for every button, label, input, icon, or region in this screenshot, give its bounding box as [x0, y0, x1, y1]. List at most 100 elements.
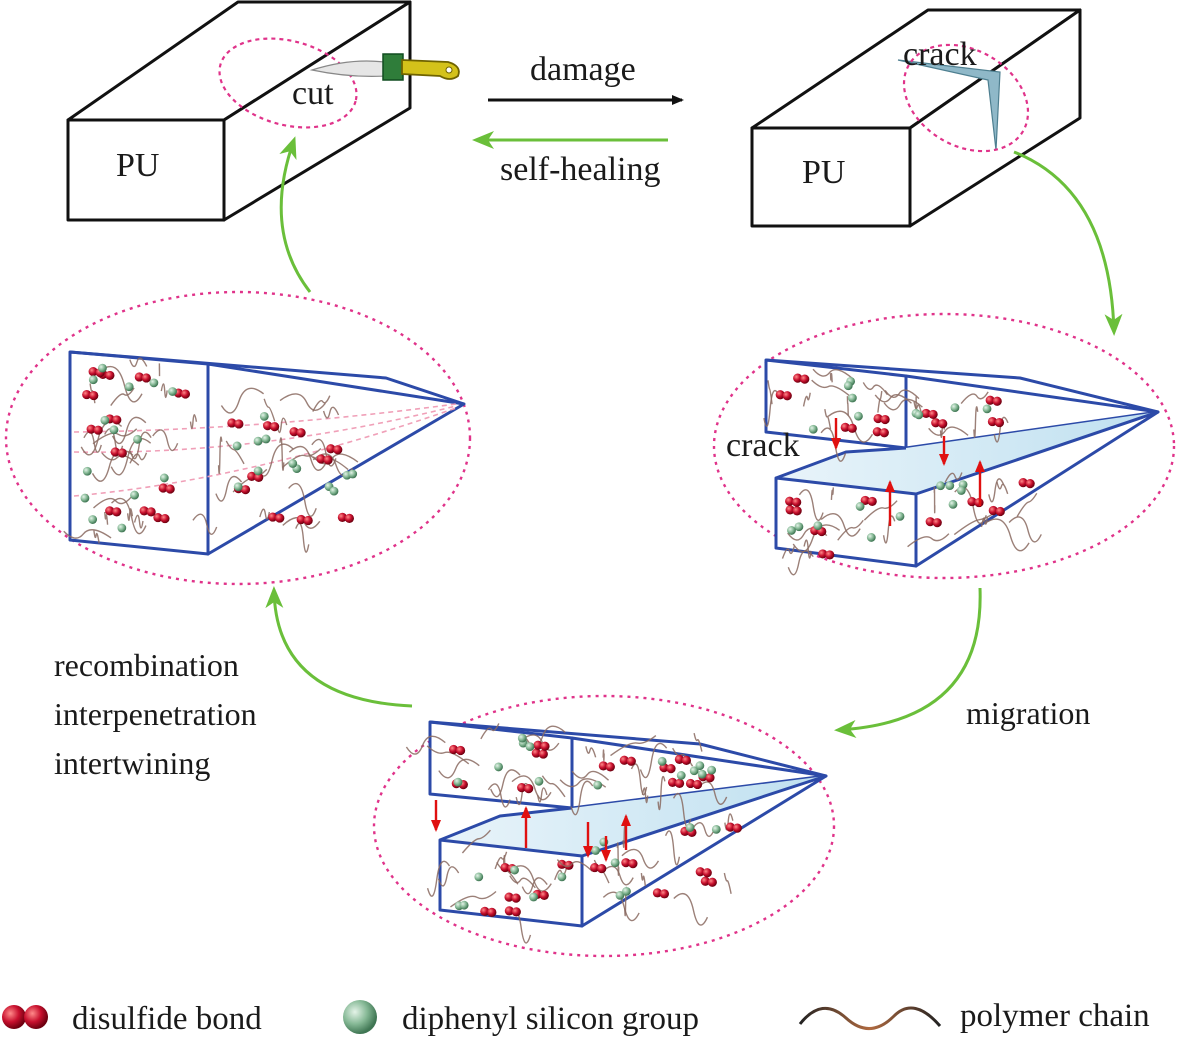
- disulfide-bond: [110, 447, 127, 458]
- polymer-chain: [600, 865, 634, 886]
- legend-silicon-label: diphenyl silicon group: [402, 1001, 699, 1037]
- polymer-chain: [405, 735, 446, 755]
- silicon-group: [657, 756, 667, 766]
- silicon-group: [689, 766, 699, 776]
- disulfide-bond: [872, 427, 889, 438]
- silicon-group: [232, 441, 242, 451]
- silicon-group: [711, 824, 721, 834]
- polymer-chain: [602, 891, 640, 922]
- polymer-chain: [225, 440, 245, 465]
- polymer-chain: [521, 877, 548, 895]
- polymer-chain: [802, 392, 811, 407]
- silicon-group: [88, 515, 98, 524]
- disulfide-bond: [448, 744, 466, 756]
- polymer-chain: [480, 723, 500, 740]
- polymer-chain: [511, 775, 552, 801]
- polymer-chain: [621, 848, 660, 869]
- disulfide-bond: [153, 512, 170, 524]
- disulfide-bond: [695, 867, 712, 878]
- disulfide-bond: [775, 390, 792, 401]
- disulfide-bond: [667, 777, 685, 788]
- disulfide-bond: [480, 906, 497, 917]
- silicon-group: [936, 481, 945, 491]
- polymer-chain: [803, 539, 812, 559]
- polymer-chain: [697, 781, 728, 805]
- polymer-chain: [767, 380, 773, 405]
- polymer-chain: [99, 365, 143, 403]
- polymer-chain: [630, 763, 648, 796]
- polymer-chain: [837, 519, 864, 541]
- polymer-chain: [913, 401, 923, 415]
- polymer-chain: [862, 382, 889, 396]
- self-healing-label: self-healing: [500, 151, 661, 188]
- legend: disulfide bond diphenyl silicon group po…: [2, 998, 1150, 1037]
- cracked-prism: [764, 358, 1160, 568]
- disulfide-bond: [227, 418, 244, 429]
- silicon-group: [685, 823, 695, 832]
- polymer-chain: [276, 417, 288, 434]
- silicon-group: [697, 769, 707, 779]
- polymer-chain: [288, 482, 317, 517]
- disulfide-bond: [532, 889, 549, 900]
- interpenetration-label: interpenetration: [54, 696, 257, 732]
- healed-molecules: [63, 357, 359, 553]
- polymer-chain: [487, 783, 511, 808]
- silicon-group: [98, 363, 107, 373]
- left-block-label: PU: [116, 147, 159, 184]
- polymer-chain: [996, 481, 1009, 495]
- polymer-chain: [152, 429, 179, 452]
- polymer-chain: [863, 500, 898, 521]
- silicon-group: [945, 481, 955, 491]
- silicon-group: [847, 393, 857, 403]
- polymer-chain: [192, 513, 218, 535]
- polymer-chain: [570, 780, 594, 816]
- disulfide-bond: [289, 427, 306, 438]
- crack-detail-label: crack: [726, 427, 800, 464]
- silicon-group: [534, 776, 544, 786]
- disulfide-bond: [793, 373, 810, 384]
- silicon-group: [948, 499, 958, 509]
- polymer-chain: [536, 787, 548, 803]
- silicon-group: [854, 411, 863, 421]
- cycle-arrow-heal-up: [279, 136, 312, 293]
- cracked-molecules: [763, 368, 1042, 576]
- silicon-group: [525, 742, 535, 752]
- polymer-chain: [220, 387, 265, 414]
- silicon-group: [591, 846, 601, 855]
- disulfide-bond: [158, 483, 175, 494]
- polymer-chain: [93, 496, 133, 509]
- disulfide-bond: [925, 517, 942, 528]
- polymer-chain: [830, 487, 835, 501]
- silicon-group: [329, 486, 339, 496]
- polymer-chain: [93, 530, 100, 544]
- disulfide-bond: [139, 506, 156, 517]
- silicon-group: [695, 761, 705, 771]
- silicon-group: [82, 466, 92, 476]
- polymer-chain: [664, 830, 681, 866]
- polymer-chain: [160, 383, 168, 399]
- silicon-group: [168, 387, 177, 396]
- disulfide-bond: [674, 754, 692, 765]
- polymer-chain: [126, 508, 134, 521]
- polymer-chain: [111, 497, 147, 535]
- disulfide-bond: [652, 888, 670, 899]
- migration-detail-ellipse: [372, 694, 836, 958]
- silicon-group: [159, 473, 169, 483]
- silicon-group: [615, 890, 625, 900]
- polymer-chain: [110, 437, 152, 476]
- silicon-group: [453, 777, 463, 787]
- polymer-chain: [494, 851, 508, 870]
- disulfide-bond: [619, 755, 636, 766]
- damage-label: damage: [530, 51, 636, 88]
- cycle-arrow-recombination: [265, 586, 413, 708]
- silicon-group: [610, 858, 620, 868]
- disulfide-bond: [988, 505, 1005, 517]
- silicon-group: [866, 533, 876, 542]
- silicon-group: [855, 502, 865, 511]
- polymer-chain: [874, 393, 912, 404]
- polymer-chain: [490, 769, 521, 798]
- cycle-arrow-right-down: [1013, 150, 1123, 336]
- disulfide-bond: [134, 372, 151, 383]
- healed-detail-ellipse: [4, 290, 472, 586]
